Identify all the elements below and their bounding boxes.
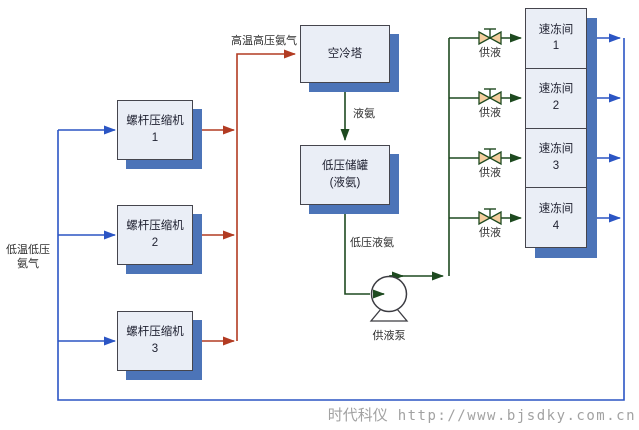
freezer-number: 4 [552,219,560,232]
valve-icon-3 [478,148,502,165]
low-pressure-tank-box: 低压储罐 (液氨) [300,145,390,205]
label-cold-line1: 低温低压 [6,244,50,256]
freezer-number: 3 [552,159,560,172]
label-liquid-ammonia: 液氨 [353,108,375,120]
compressor-label: 螺杆压缩机 [126,326,184,339]
blue-gas-pipes [57,33,625,401]
compressor-label: 螺杆压缩机 [126,220,184,233]
label-low-pressure-liquid-ammonia: 低压液氨 [350,237,394,249]
compressor-number: 3 [151,343,159,355]
compressor-number: 2 [151,237,159,249]
freezer-box-3: 速冻间 3 [526,127,586,188]
freezer-label: 速冻间 [538,23,574,36]
freezer-column: 速冻间 1 速冻间 2 速冻间 3 速冻间 4 [525,8,587,248]
tank-sublabel: (液氨) [329,177,361,189]
label-supply-pump: 供液泵 [372,330,406,342]
freezer-label: 速冻间 [538,83,574,96]
watermark: 时代科仪 http://www.bjsdky.com.cn [0,404,636,425]
valve-icon-2 [478,88,502,105]
label-supply-4: 供液 [479,227,501,239]
freezer-number: 1 [552,40,560,53]
air-cooling-tower-box: 空冷塔 [300,25,390,83]
compressor-box-2: 螺杆压缩机 2 [117,205,193,265]
compressor-number: 1 [151,132,159,144]
label-hot-high-pressure-gas: 高温高压氨气 [231,35,297,47]
freezer-number: 2 [552,100,560,113]
label-cold-line2: 氨气 [17,258,39,271]
freezer-box-4: 速冻间 4 [526,187,586,247]
red-gas-pipes [193,49,296,346]
watermark-brand: 时代科仪 [327,406,388,424]
label-supply-3: 供液 [479,167,501,179]
freezer-box-1: 速冻间 1 [526,9,586,68]
valve-icon-1 [478,28,502,45]
compressor-box-3: 螺杆压缩机 3 [117,311,193,371]
freezer-label: 速冻间 [538,202,574,215]
label-cold-low-pressure-gas: 低温低压 氨气 [2,243,54,272]
label-supply-2: 供液 [479,107,501,119]
compressor-label: 螺杆压缩机 [126,115,184,128]
label-supply-1: 供液 [479,47,501,59]
pump-icon [369,275,409,322]
tower-label: 空冷塔 [327,47,363,60]
freezer-label: 速冻间 [538,143,574,156]
valve-icon-4 [478,208,502,225]
freezer-box-2: 速冻间 2 [526,67,586,128]
tank-label: 低压储罐 [322,160,368,173]
watermark-url: http://www.bjsdky.com.cn [397,408,636,424]
compressor-box-1: 螺杆压缩机 1 [117,100,193,160]
